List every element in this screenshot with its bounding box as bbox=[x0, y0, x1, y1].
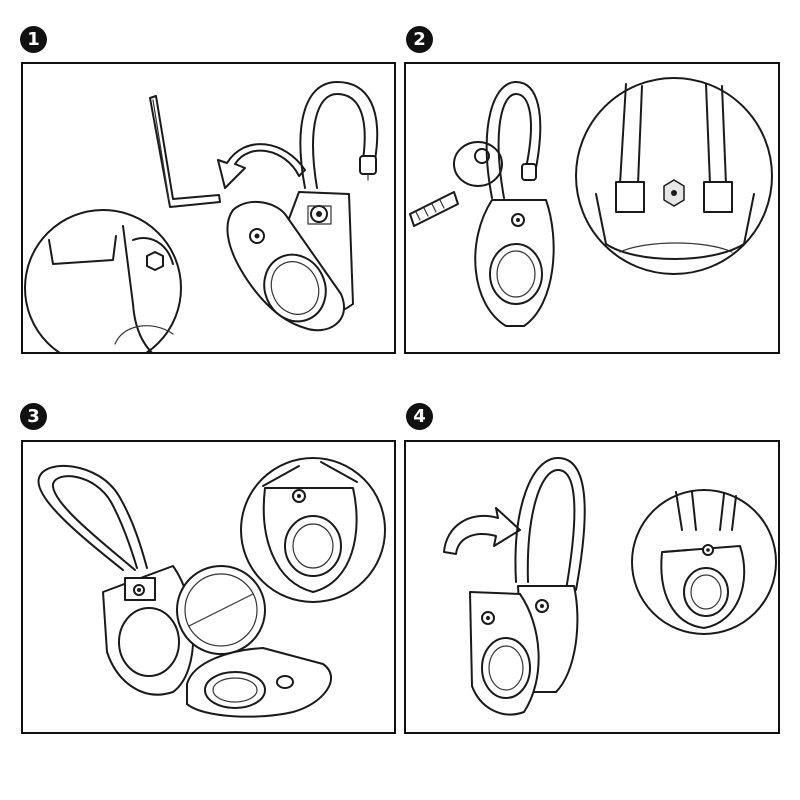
rotate-arrow-icon bbox=[217, 143, 306, 189]
tag-holder-front-cover bbox=[469, 591, 540, 716]
airtag-disc bbox=[176, 565, 266, 655]
step-4-illustration bbox=[443, 457, 777, 716]
step-2-illustration bbox=[409, 77, 773, 327]
hex-key-icon bbox=[149, 95, 221, 208]
cable-loop bbox=[299, 81, 379, 189]
step-3-badge: 3 bbox=[20, 403, 47, 430]
step-2-panel bbox=[404, 62, 780, 354]
cable-loop bbox=[485, 81, 542, 199]
tag-holder bbox=[474, 199, 555, 327]
cable-loop bbox=[514, 457, 586, 591]
tag-holder-front-cover bbox=[186, 647, 333, 718]
detail-magnifier bbox=[24, 209, 182, 352]
detail-magnifier bbox=[240, 457, 386, 603]
step-4-badge: 4 bbox=[406, 403, 433, 430]
cable-loop bbox=[37, 464, 148, 571]
detail-magnifier bbox=[631, 489, 777, 635]
step-1-panel bbox=[21, 62, 396, 354]
step-3-panel bbox=[21, 440, 396, 734]
rotate-arrow-icon bbox=[443, 507, 521, 555]
detail-magnifier bbox=[575, 77, 773, 275]
step-4-panel bbox=[404, 440, 780, 734]
tag-holder-back bbox=[102, 565, 195, 696]
tag-holder-front-cover bbox=[226, 200, 345, 332]
step-1-illustration bbox=[24, 81, 379, 352]
step-3-illustration bbox=[37, 457, 386, 718]
key-icon bbox=[409, 141, 503, 227]
step-2-badge: 2 bbox=[406, 26, 433, 53]
step-1-badge: 1 bbox=[20, 26, 47, 53]
